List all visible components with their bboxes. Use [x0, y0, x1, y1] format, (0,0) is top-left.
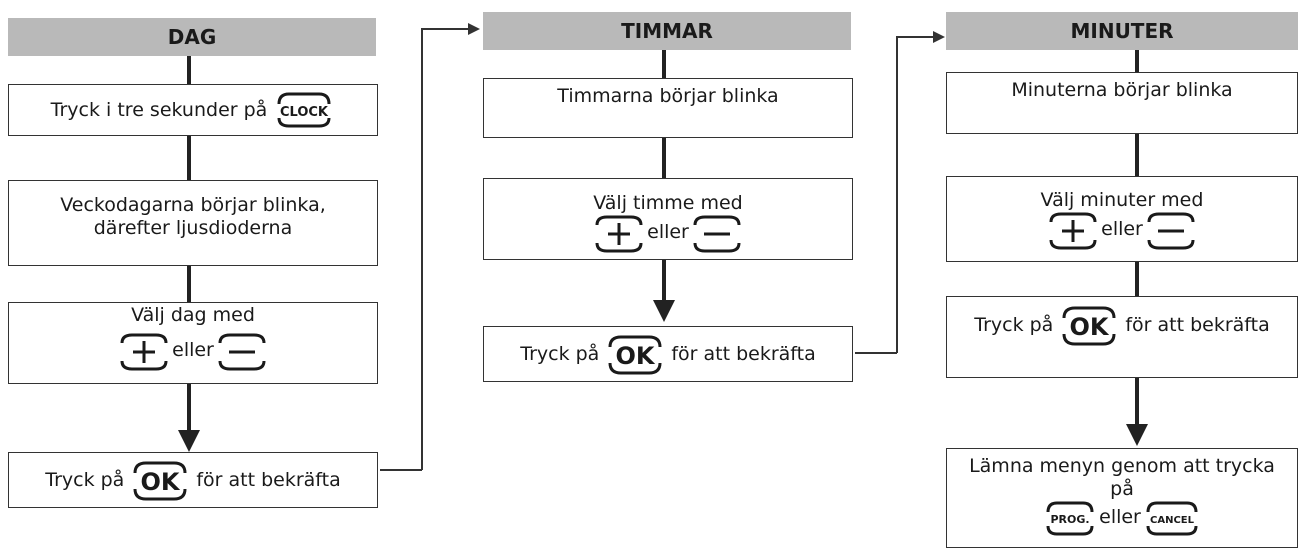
arrow-down — [178, 430, 200, 452]
step-timmar-select: Välj timme med eller — [483, 178, 853, 260]
header-timmar: TIMMAR — [483, 12, 851, 50]
link-arrow — [933, 31, 945, 43]
step-text: Timmarna börjar blinka — [557, 85, 779, 107]
step-text-line1: Lämna menyn genom att trycka — [969, 455, 1275, 477]
or-label: eller — [172, 339, 214, 362]
connector — [187, 384, 191, 432]
link-line — [380, 469, 422, 471]
step-minuter-exit: Lämna menyn genom att trycka på PROG. el… — [946, 448, 1298, 548]
connector — [1135, 262, 1139, 298]
or-label: eller — [647, 221, 689, 244]
arrow-down — [1126, 424, 1148, 446]
step-dag-select: Välj dag med eller — [8, 302, 378, 384]
minus-button-icon — [1145, 208, 1197, 252]
step-text-line1: Välj minuter med — [1040, 189, 1204, 211]
header-minuter-label: MINUTER — [1070, 19, 1174, 43]
step-text-line2: därefter ljusdioderna — [93, 216, 293, 239]
step-text-line1: Veckodagarna börjar blinka, — [60, 194, 326, 216]
step-timmar-blink: Timmarna börjar blinka — [483, 78, 853, 138]
step-timmar-confirm: Tryck på OK för att bekräfta — [483, 326, 853, 382]
step-minuter-blink: Minuterna börjar blinka — [946, 72, 1298, 134]
ok-button-label: OK — [616, 342, 656, 370]
prog-button-label: PROG. — [1051, 513, 1090, 526]
ok-button-label: OK — [1070, 313, 1110, 341]
connector — [1135, 378, 1139, 428]
minus-button-icon — [691, 211, 743, 255]
step-text-pre: Tryck på — [45, 468, 125, 491]
ok-button-icon: OK — [605, 331, 665, 377]
cancel-button-label: CANCEL — [1150, 515, 1195, 526]
ok-button-label: OK — [141, 468, 181, 496]
cancel-button-icon: CANCEL — [1143, 499, 1201, 537]
connector — [662, 138, 666, 180]
plus-button-icon — [118, 329, 170, 373]
connector — [187, 136, 191, 180]
link-line — [421, 28, 469, 30]
or-label: eller — [1101, 218, 1143, 241]
link-line — [421, 28, 423, 470]
header-timmar-label: TIMMAR — [621, 19, 713, 43]
link-line — [855, 352, 897, 354]
link-arrow — [468, 23, 480, 35]
step-text-line1: Välj timme med — [593, 192, 743, 214]
plus-button-icon — [593, 211, 645, 255]
connector — [1135, 134, 1139, 178]
link-line — [896, 36, 934, 38]
connector — [187, 266, 191, 304]
step-dag-press-clock: Tryck i tre sekunder på CLOCK — [8, 84, 378, 136]
connector — [1135, 50, 1139, 74]
prog-button-icon: PROG. — [1043, 499, 1097, 537]
connector — [187, 56, 191, 84]
step-text-post: för att bekräfta — [671, 342, 816, 365]
header-dag: DAG — [8, 18, 376, 56]
or-label: eller — [1099, 506, 1141, 529]
step-dag-confirm: Tryck på OK för att bekräfta — [8, 452, 378, 508]
arrow-down — [653, 300, 675, 322]
ok-button-icon: OK — [1059, 302, 1119, 348]
step-minuter-confirm: Tryck på OK för att bekräfta — [946, 296, 1298, 378]
header-minuter: MINUTER — [946, 12, 1298, 50]
step-text-pre: Tryck på — [974, 313, 1054, 336]
step-dag-blink: Veckodagarna börjar blinka, därefter lju… — [8, 180, 378, 266]
step-text-line1: Välj dag med — [131, 304, 255, 326]
link-line — [896, 36, 898, 353]
ok-button-icon: OK — [130, 457, 190, 503]
step-text-post: för att bekräfta — [1125, 313, 1270, 336]
clock-button-icon: CLOCK — [273, 90, 335, 130]
step-text-post: för att bekräfta — [196, 468, 341, 491]
plus-button-icon — [1047, 208, 1099, 252]
minus-button-icon — [216, 329, 268, 373]
connector — [662, 50, 666, 78]
connector — [662, 260, 666, 304]
step-minuter-select: Välj minuter med eller — [946, 176, 1298, 262]
step-text: Tryck i tre sekunder på — [50, 98, 268, 121]
step-text: Minuterna börjar blinka — [1011, 79, 1233, 101]
step-text-pre: Tryck på — [520, 342, 600, 365]
step-text-line2: på — [1110, 477, 1134, 500]
header-dag-label: DAG — [167, 25, 217, 49]
clock-button-label: CLOCK — [280, 105, 329, 120]
